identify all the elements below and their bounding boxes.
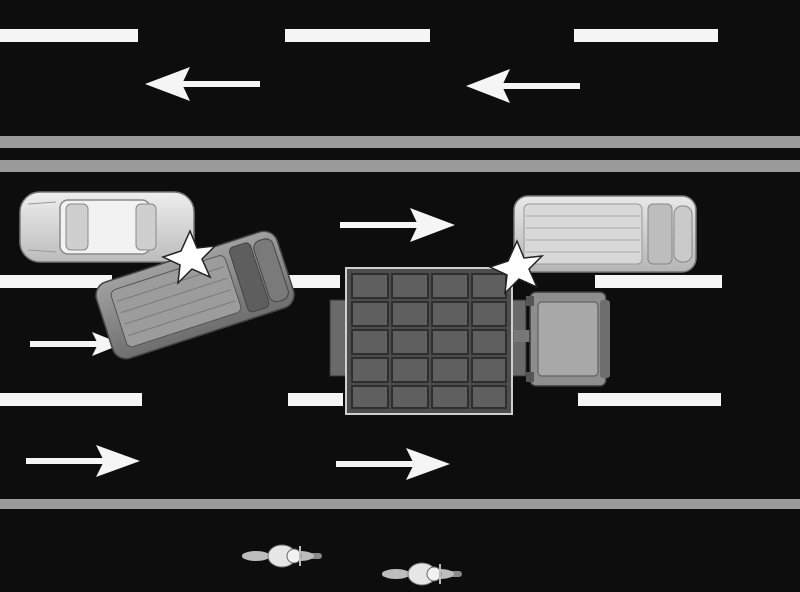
truck-cab <box>526 291 610 387</box>
cyclist-icon <box>382 562 462 586</box>
direction-arrow-icon <box>340 208 455 242</box>
median-divider <box>0 136 800 172</box>
direction-arrow-icon <box>466 69 580 103</box>
lane-dashes-middle <box>0 275 722 288</box>
direction-arrow-icon <box>30 332 122 356</box>
truck <box>329 267 610 415</box>
lane-dashes-top <box>0 29 718 42</box>
impact-star-icon <box>160 229 218 286</box>
cyclist-icon <box>242 544 322 568</box>
white-sedan <box>19 191 195 263</box>
road-edge-line <box>0 499 800 509</box>
lane-dashes-lower <box>0 393 721 406</box>
white-van <box>513 195 697 273</box>
direction-arrow-icon <box>26 445 140 477</box>
impact-star-icon <box>487 239 545 296</box>
direction-arrow-icon <box>145 67 260 101</box>
direction-arrow-icon <box>336 448 450 480</box>
